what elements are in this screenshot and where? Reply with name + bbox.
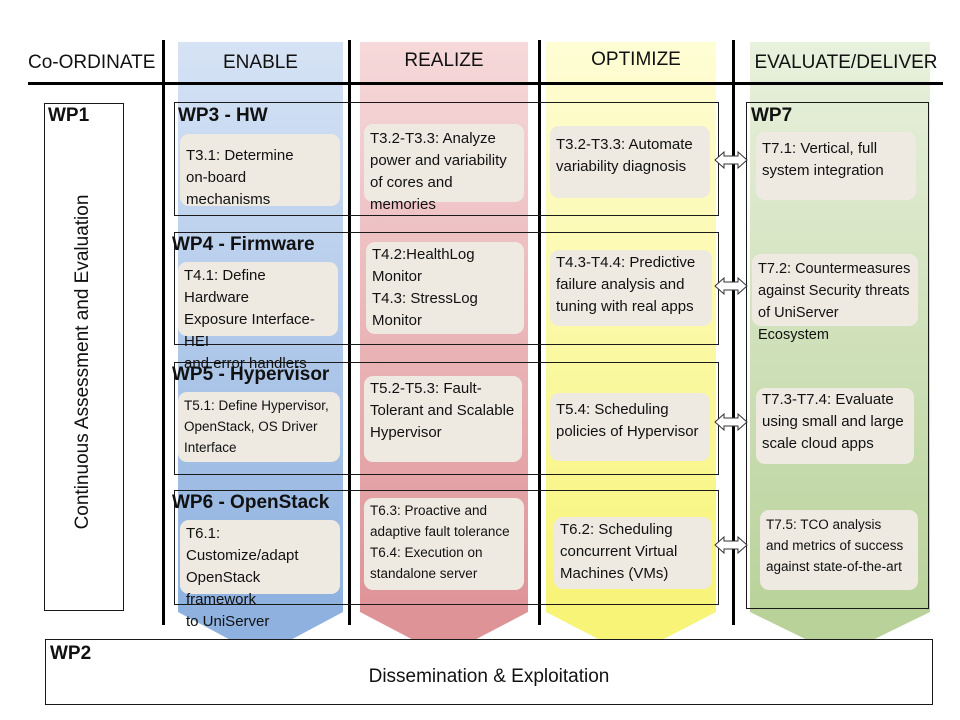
task-t4-2-t4-3: T4.2:HealthLog Monitor T4.3: StressLog M… bbox=[366, 242, 524, 334]
header-rule bbox=[28, 82, 943, 85]
double-arrow-icon bbox=[714, 150, 748, 170]
double-arrow-icon bbox=[714, 412, 748, 432]
task-t4-3-t4-4: T4.3-T4.4: Predictive failure analysis a… bbox=[550, 250, 712, 326]
wp7-title: WP7 bbox=[751, 105, 793, 126]
separator-1 bbox=[162, 40, 165, 625]
header-enable: ENABLE bbox=[223, 52, 298, 73]
task-t7-3-t7-4: T7.3-T7.4: Evaluate using small and larg… bbox=[756, 388, 914, 464]
wp2-title: WP2 bbox=[50, 643, 92, 664]
task-t3-2-t3-3-analyze: T3.2-T3.3: Analyze power and variability… bbox=[364, 124, 524, 213]
task-t7-1: T7.1: Vertical, full system integration bbox=[756, 132, 916, 200]
wp1-title: WP1 bbox=[48, 105, 90, 126]
task-t6-2: T6.2: Scheduling concurrent Virtual Mach… bbox=[554, 517, 712, 589]
wp1-label: Continuous Assessment and Evaluation bbox=[72, 194, 93, 530]
header-coordinate: Co-ORDINATE bbox=[28, 52, 156, 73]
wp7-box: WP7 bbox=[746, 102, 929, 609]
task-t3-2-t3-3-automate: T3.2-T3.3: Automate variability diagnosi… bbox=[550, 126, 710, 198]
header-optimize: OPTIMIZE bbox=[591, 49, 681, 70]
task-t5-1: T5.1: Define Hypervisor, OpenStack, OS D… bbox=[178, 392, 340, 462]
separator-4 bbox=[732, 40, 735, 625]
wp3-title: WP3 - HW bbox=[178, 105, 268, 126]
wp5-title: WP5 - Hypervisor bbox=[172, 364, 329, 386]
task-t6-3-t6-4: T6.3: Proactive and adaptive fault toler… bbox=[364, 498, 524, 590]
task-t3-1: T3.1: Determine on-board mechanisms bbox=[180, 134, 340, 208]
task-t5-4: T5.4: Scheduling policies of Hypervisor bbox=[550, 393, 710, 461]
wp2-label: Dissemination & Exploitation bbox=[368, 666, 610, 687]
header-evaluate: EVALUATE/DELIVER bbox=[754, 52, 938, 73]
task-t6-1: T6.1: Customize/adapt OpenStack framewor… bbox=[180, 520, 340, 630]
wp2-box: WP2 Dissemination & Exploitation bbox=[45, 639, 933, 705]
task-t4-1: T4.1: Define Hardware Exposure Interface… bbox=[178, 262, 338, 372]
wp6-title: WP6 - OpenStack bbox=[172, 492, 330, 513]
separator-3 bbox=[538, 40, 541, 625]
wp4-title: WP4 - Firmware bbox=[172, 234, 315, 255]
double-arrow-icon bbox=[714, 276, 748, 296]
task-t7-5: T7.5: TCO analysis and metrics of succes… bbox=[760, 510, 918, 590]
separator-2 bbox=[348, 40, 351, 625]
task-t7-2: T7.2: Countermeasures against Security t… bbox=[752, 254, 918, 343]
wp1-box: WP1 Continuous Assessment and Evaluation bbox=[44, 103, 124, 611]
task-t5-2-t5-3: T5.2-T5.3: Fault- Tolerant and Scalable … bbox=[364, 376, 522, 462]
double-arrow-icon bbox=[714, 535, 748, 555]
header-realize: REALIZE bbox=[404, 50, 484, 71]
